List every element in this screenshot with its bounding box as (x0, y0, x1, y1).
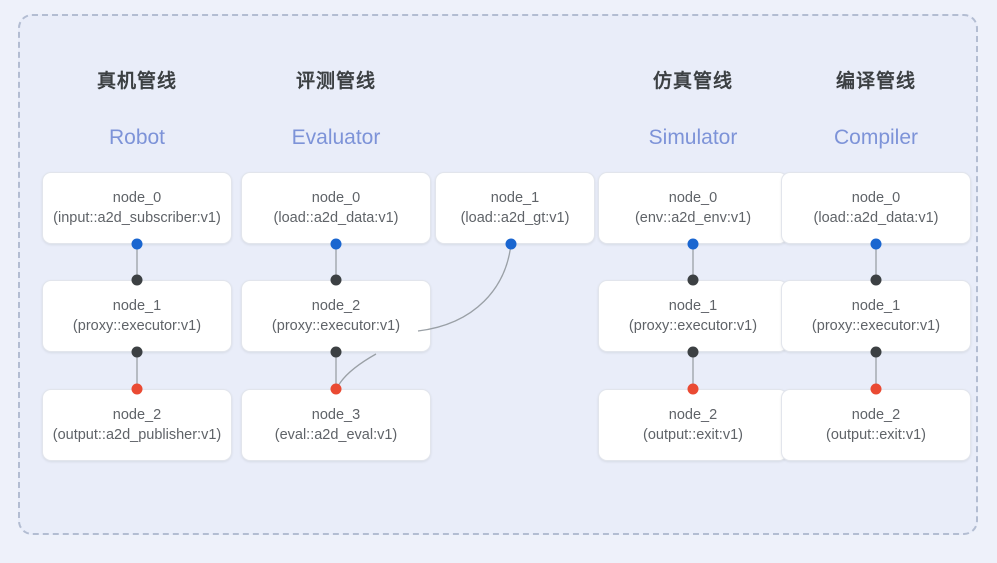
node-name: node_2 (311, 298, 361, 314)
node-name: node_1 (851, 298, 901, 314)
port-output-evaluator-node-3[interactable] (330, 383, 342, 395)
column-title-evaluator: 评测管线 (295, 71, 376, 92)
port-output-robot-node-2[interactable] (131, 383, 143, 395)
column-title-simulator: 仿真管线 (652, 71, 733, 92)
node-card-robot-node-1[interactable]: node_1 (proxy::executor:v1) (42, 280, 232, 352)
node-name: node_0 (851, 190, 901, 206)
node-name: node_3 (311, 407, 361, 423)
node-name: node_0 (112, 190, 162, 206)
node-card-compiler-node-2[interactable]: node_2 (output::exit:v1) (781, 389, 971, 461)
node-name: node_1 (112, 298, 162, 314)
node-type: (env::a2d_env:v1) (634, 210, 752, 226)
port-input-simulator-node-0[interactable] (687, 238, 699, 250)
node-type: (output::exit:v1) (643, 427, 743, 443)
node-name: node_1 (668, 298, 718, 314)
node-type: (output::exit:v1) (826, 427, 926, 443)
port-output-simulator-node-2[interactable] (687, 383, 699, 395)
node-type: (proxy::executor:v1) (811, 318, 941, 334)
node-card-evaluator-node-2[interactable]: node_2 (proxy::executor:v1) (241, 280, 431, 352)
column-subtitle-evaluator: Evaluator (291, 126, 381, 149)
column-subtitle-robot: Robot (108, 126, 166, 149)
node-type: (output::a2d_publisher:v1) (52, 427, 222, 443)
node-card-evaluator-node-3[interactable]: node_3 (eval::a2d_eval:v1) (241, 389, 431, 461)
column-subtitle-simulator: Simulator (648, 126, 738, 149)
node-type: (load::a2d_data:v1) (813, 210, 939, 226)
node-card-evaluator-node-0[interactable]: node_0 (load::a2d_data:v1) (241, 172, 431, 244)
port-relay-evaluator-node-2-top[interactable] (330, 274, 342, 286)
node-card-robot-node-2[interactable]: node_2 (output::a2d_publisher:v1) (42, 389, 232, 461)
column-title-robot: 真机管线 (96, 71, 177, 92)
node-type: (proxy::executor:v1) (271, 318, 401, 334)
node-name: node_2 (851, 407, 901, 423)
pipeline-diagram-panel: 真机管线 Robot node_0 (input::a2d_subscriber… (18, 14, 978, 535)
node-type: (proxy::executor:v1) (72, 318, 202, 334)
node-name: node_1 (490, 190, 540, 206)
node-card-evaluator-node-1[interactable]: node_1 (load::a2d_gt:v1) (435, 172, 595, 244)
node-type: (proxy::executor:v1) (628, 318, 758, 334)
node-card-simulator-node-0[interactable]: node_0 (env::a2d_env:v1) (598, 172, 788, 244)
node-type: (input::a2d_subscriber:v1) (53, 210, 221, 226)
node-card-robot-node-0[interactable]: node_0 (input::a2d_subscriber:v1) (42, 172, 232, 244)
port-output-compiler-node-2[interactable] (870, 383, 882, 395)
node-card-compiler-node-1[interactable]: node_1 (proxy::executor:v1) (781, 280, 971, 352)
node-name: node_0 (668, 190, 718, 206)
port-relay-robot-node-1-top[interactable] (131, 274, 143, 286)
column-title-compiler: 编译管线 (835, 71, 916, 92)
node-card-simulator-node-1[interactable]: node_1 (proxy::executor:v1) (598, 280, 788, 352)
node-name: node_2 (112, 407, 162, 423)
node-name: node_0 (311, 190, 361, 206)
node-card-compiler-node-0[interactable]: node_0 (load::a2d_data:v1) (781, 172, 971, 244)
port-input-compiler-node-0[interactable] (870, 238, 882, 250)
port-input-evaluator-node-1[interactable] (505, 238, 517, 250)
node-type: (load::a2d_data:v1) (273, 210, 399, 226)
port-relay-simulator-node-1-top[interactable] (687, 274, 699, 286)
port-relay-simulator-node-1-bottom[interactable] (687, 346, 699, 358)
port-relay-evaluator-node-2-bottom[interactable] (330, 346, 342, 358)
node-card-simulator-node-2[interactable]: node_2 (output::exit:v1) (598, 389, 788, 461)
port-input-robot-node-0[interactable] (131, 238, 143, 250)
port-relay-robot-node-1-bottom[interactable] (131, 346, 143, 358)
port-relay-compiler-node-1-bottom[interactable] (870, 346, 882, 358)
node-type: (eval::a2d_eval:v1) (274, 427, 398, 443)
node-type: (load::a2d_gt:v1) (460, 210, 570, 226)
port-relay-compiler-node-1-top[interactable] (870, 274, 882, 286)
node-name: node_2 (668, 407, 718, 423)
port-input-evaluator-node-0[interactable] (330, 238, 342, 250)
column-subtitle-compiler: Compiler (833, 126, 919, 149)
